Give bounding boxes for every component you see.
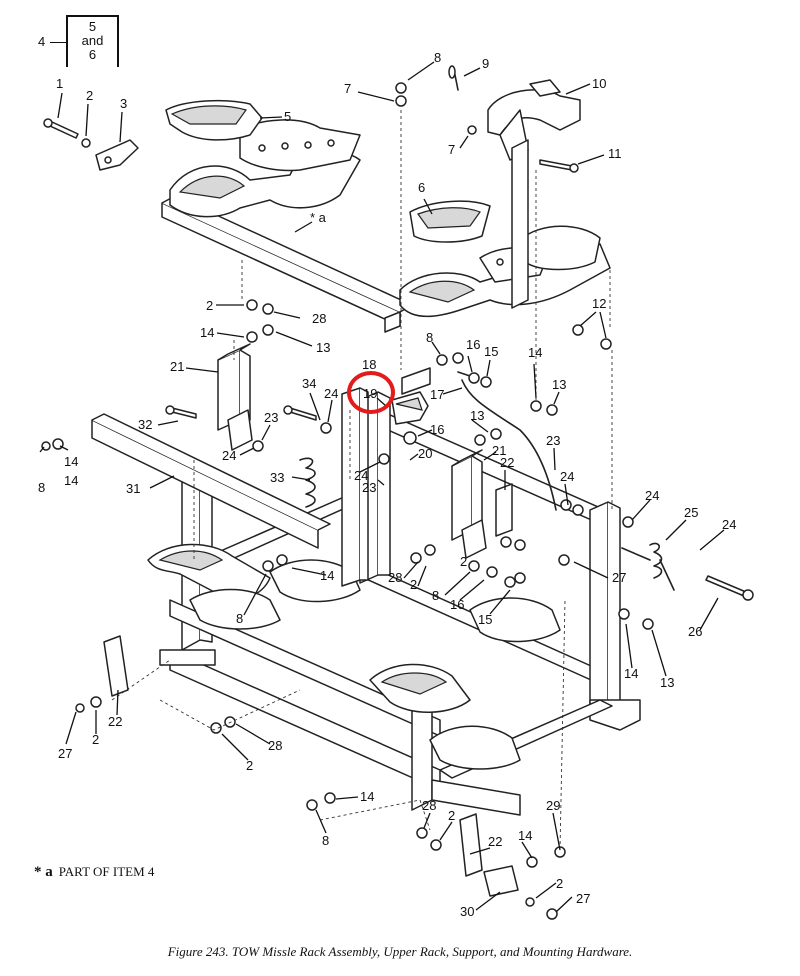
callout: 22: [500, 455, 514, 470]
callout: 30: [460, 904, 474, 919]
callout: 17: [430, 387, 444, 402]
supports: [41, 65, 754, 920]
callout: 2: [92, 732, 99, 747]
callout: 2: [556, 876, 563, 891]
callout: 8: [322, 833, 329, 848]
callout: 24: [222, 448, 236, 463]
highlight-circle: [347, 371, 395, 414]
callout: 2: [246, 758, 253, 773]
callout: 9: [482, 56, 489, 71]
callout: 8: [38, 480, 45, 495]
callout: 28: [388, 570, 402, 585]
callout: 16: [450, 597, 464, 612]
callout: 33: [270, 470, 284, 485]
callout: 24: [560, 469, 574, 484]
callout: 14: [528, 345, 542, 360]
callout: 24: [324, 386, 338, 401]
callout: 18: [362, 357, 376, 372]
footnote-marker: * a: [34, 864, 53, 880]
callout: 15: [478, 612, 492, 627]
upper-rack: [95, 79, 611, 333]
figure-caption: Figure 243. TOW Missle Rack Assembly, Up…: [167, 944, 633, 959]
callout-labels: 1 2 3 5 * a 8 9 7 10 7 11 6 2 28 14 13 1…: [38, 50, 736, 919]
callout: 23: [362, 480, 376, 495]
callout: 14: [518, 828, 532, 843]
legend-line-1: 5: [88, 19, 97, 34]
callout: * a: [310, 210, 327, 225]
assembly-guide-lines: [111, 110, 613, 851]
callout: 28: [268, 738, 282, 753]
callout: 13: [316, 340, 330, 355]
callout: 14: [64, 473, 78, 488]
callout: 28: [312, 311, 326, 326]
callout: 1: [56, 76, 63, 91]
callout: 23: [546, 433, 560, 448]
callout: 11: [608, 146, 622, 161]
legend-line-2: and: [81, 33, 104, 48]
callout: 34: [302, 376, 316, 391]
callout: 29: [546, 798, 560, 813]
fasteners: [41, 82, 654, 920]
callout: 12: [592, 296, 606, 311]
callout: 16: [466, 337, 480, 352]
callout: 24: [354, 468, 368, 483]
callout: 2: [206, 298, 213, 313]
callout: 31: [126, 481, 140, 496]
callout: 27: [612, 570, 626, 585]
footnote: * a PART OF ITEM 4: [34, 864, 154, 881]
callout: 24: [645, 488, 659, 503]
callout: 13: [470, 408, 484, 423]
legend-bracket-leader: [50, 42, 66, 43]
callout: 15: [484, 344, 498, 359]
callout: 2: [86, 88, 93, 103]
callout: 25: [684, 505, 698, 520]
leader-lines: [39, 61, 725, 913]
callout: 10: [592, 76, 606, 91]
callout: 6: [418, 180, 425, 195]
legend-item-number: 4: [38, 34, 46, 49]
lower-saddles: [147, 543, 561, 770]
callout: 14: [320, 568, 334, 583]
callout: 13: [660, 675, 674, 690]
callout: 16: [430, 422, 444, 437]
callout: 8: [434, 50, 441, 65]
callout: 2: [460, 554, 467, 569]
callout: 21: [170, 359, 184, 374]
callout: 14: [200, 325, 214, 340]
callout: 7: [448, 142, 455, 157]
callout: 13: [552, 377, 566, 392]
callout: 2: [410, 577, 417, 592]
callout: 27: [58, 746, 72, 761]
callout: 3: [120, 96, 127, 111]
legend-bracket: 5 and 6: [66, 15, 119, 67]
callout: 21: [492, 443, 506, 458]
callout: 8: [236, 611, 243, 626]
callout: 32: [138, 417, 152, 432]
callout: 2: [448, 808, 455, 823]
callout: 22: [488, 834, 502, 849]
callout: 5: [284, 109, 291, 124]
callout: 28: [422, 798, 436, 813]
callout: 22: [108, 714, 122, 729]
callout: 27: [576, 891, 590, 906]
callout: 26: [688, 624, 702, 639]
callout: 14: [64, 454, 78, 469]
callout: 8: [426, 330, 433, 345]
legend-line-3: 6: [88, 47, 97, 62]
callout: 24: [722, 517, 736, 532]
callout: 8: [432, 588, 439, 603]
callout: 20: [418, 446, 432, 461]
callout: 7: [344, 81, 351, 96]
footnote-text: PART OF ITEM 4: [58, 864, 155, 879]
callout: 14: [624, 666, 638, 681]
callout: 14: [360, 789, 374, 804]
callout: 23: [264, 410, 278, 425]
